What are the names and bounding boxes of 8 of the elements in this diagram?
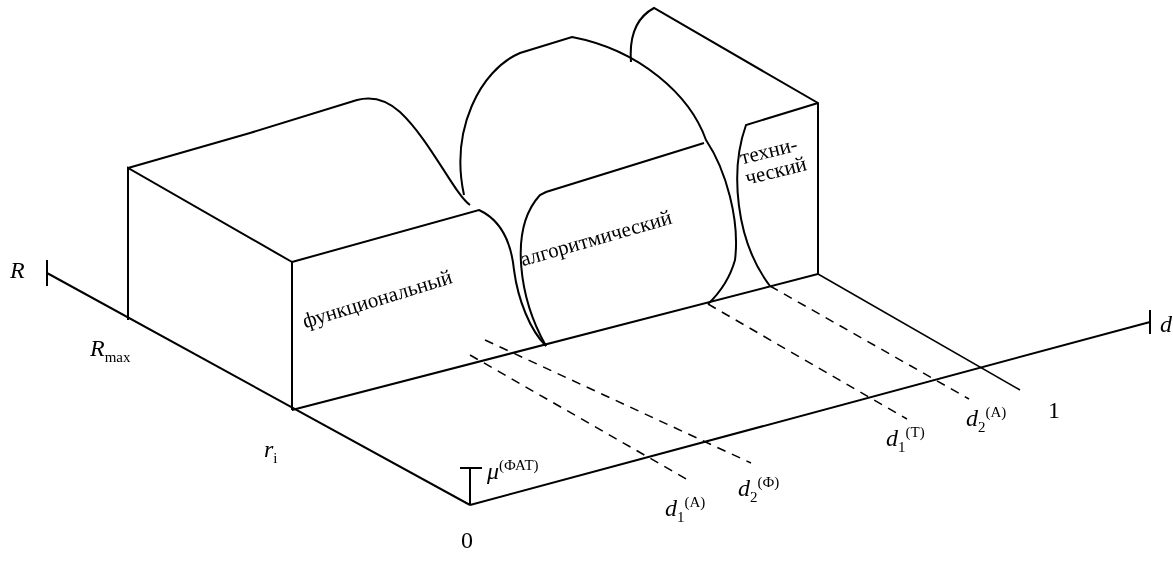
face-label: техни- ческий bbox=[738, 133, 809, 189]
axis-label: R$_{max}$ bbox=[90, 336, 131, 365]
axis-label: d bbox=[1160, 312, 1172, 336]
axis-label: μ$^{(ФАТ)}$ bbox=[487, 458, 539, 483]
tick-label: r$_{i}$ bbox=[264, 437, 278, 466]
tick-label: 1 bbox=[1048, 398, 1060, 422]
axis-label: R bbox=[10, 258, 25, 282]
tick-label: 0 bbox=[461, 528, 473, 552]
